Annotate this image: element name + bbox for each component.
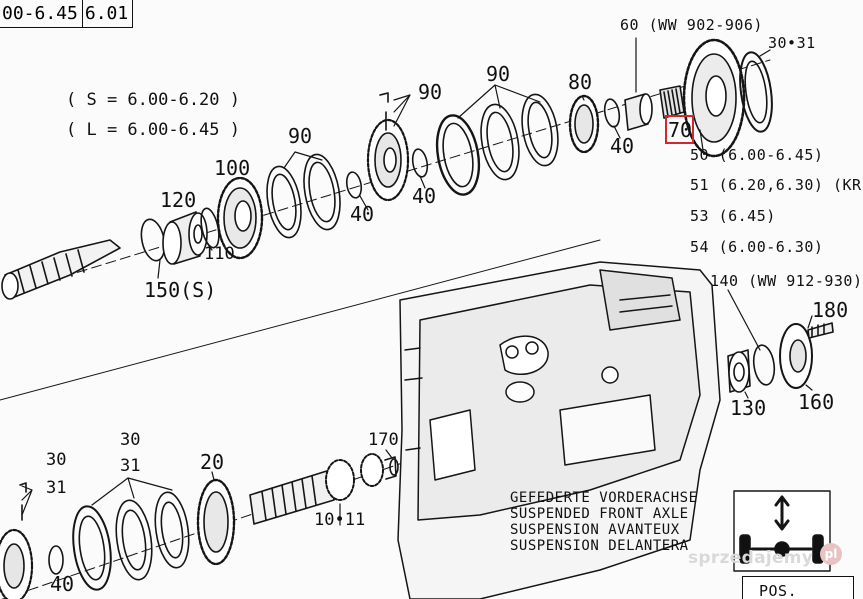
friction-disc-90d [480,103,520,181]
friction-disc-90a [266,165,302,239]
callout-31-mid: 31 [120,456,141,476]
page-reference-header: 00-6.45 6.01 [0,0,134,28]
ref-page: 6.01 [82,0,134,28]
gear-80 [568,94,600,154]
callout-31-left: 31 [46,478,67,498]
callout-130: 130 [730,396,767,420]
gear-50 [682,38,746,158]
model-s-range: ( S = 6.00-6.20 ) [66,90,240,110]
callout-100: 100 [214,156,251,180]
callout-30-left: 30 [46,450,67,470]
cover-160 [779,323,813,389]
note-english: SUSPENDED FRONT AXLE [510,506,689,522]
callout-90-b: 90 [486,62,511,86]
needle-bearing-70 [659,85,685,119]
bearing-130 [727,349,751,393]
snap-ring-40a [345,171,363,199]
note-german: GEFEDERTE VORDERACHSE [510,490,698,506]
callout-53: 53 (6.45) [690,207,776,225]
callout-40-a: 40 [350,202,375,226]
lower-disc-c [154,491,190,569]
callout-50: 50 (6.00-6.45) [690,146,824,164]
callout-110: 110 [204,244,235,264]
output-shaft-1011 [249,453,397,525]
friction-disc-90e [521,93,559,167]
position-box: POS. [742,576,854,599]
callout-40-bottom: 40 [50,572,75,596]
callout-3031-top: 30•31 [768,34,816,52]
callout-90-c: 90 [288,124,313,148]
note-spanish: SUSPENSION DELANTERA [510,538,689,554]
callout-54: 54 (6.00-6.30) [690,238,824,256]
callout-170: 170 [368,430,399,450]
snap-ring-40-lower [48,545,64,575]
friction-disc-90c [435,114,481,196]
thrust-ring-3031 [739,51,773,133]
bearing-120 [162,211,208,265]
watermark-text: sprzedajemy [688,548,814,568]
friction-disc-90b [303,153,341,231]
ring-170 [389,458,399,476]
gear-20 [196,478,236,566]
callout-20: 20 [200,450,225,474]
callout-51: 51 (6.20,6.30) (KR) [690,176,863,194]
callout-40-b: 40 [412,184,437,208]
callout-90-a: 90 [418,80,443,104]
seal-140 [752,344,776,386]
callout-70: 70 [668,118,693,142]
spacer-40c [603,98,621,128]
callout-40-c: 40 [610,134,635,158]
input-shaft [1,239,121,300]
synchro-hub [366,92,410,202]
highlight-box-70 [665,115,694,144]
lower-disc-a [72,505,112,591]
bolt-180 [807,322,834,339]
callout-60: 60 (WW 902-906) [620,16,763,34]
callout-1011: 10•11 [314,510,366,530]
callout-180: 180 [812,298,849,322]
model-l-range: ( L = 6.00-6.45 ) [66,120,240,140]
callout-150s: 150(S) [144,278,217,302]
note-french: SUSPENSION AVANTEUX [510,522,680,538]
snap-ring-40b [411,148,429,178]
bearing-60 [624,93,653,131]
lower-synchro-hub [0,482,34,599]
lower-disc-b [115,499,153,581]
ref-range: 00-6.45 [0,0,83,28]
watermark-badge: pl [820,543,842,565]
callout-30-mid: 30 [120,430,141,450]
callout-140: 140 (WW 912-930) [710,272,863,290]
callout-80: 80 [568,70,593,94]
callout-120: 120 [160,188,197,212]
callout-160: 160 [798,390,835,414]
gearbox-housing [397,261,721,599]
gear-100 [216,176,264,260]
position-label: POS. [759,582,798,599]
